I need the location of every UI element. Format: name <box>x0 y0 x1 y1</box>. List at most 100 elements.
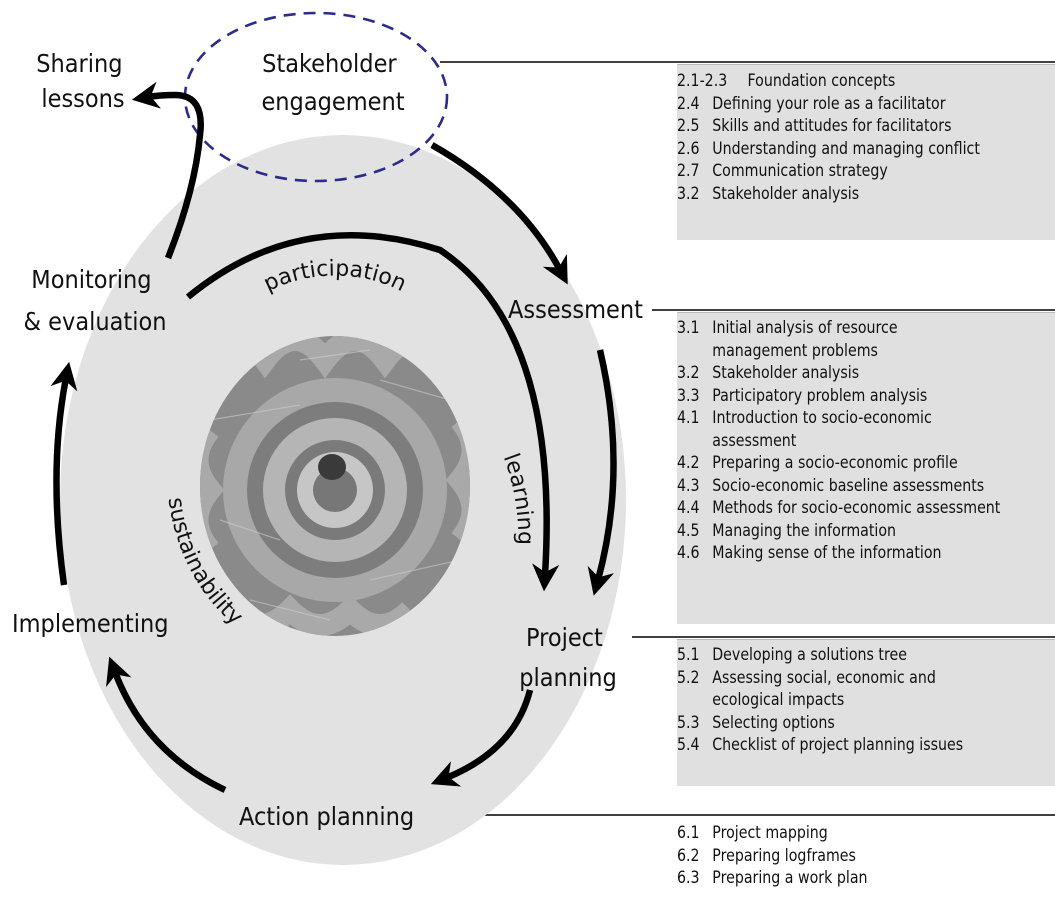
panel-item: 4.2 Preparing a socio-economic profile <box>677 452 1002 475</box>
section-title: Preparing logframes <box>712 845 856 865</box>
panel-item: 4.3 Socio-economic baseline assessments <box>677 475 1002 498</box>
section-title: Selecting options <box>712 712 835 732</box>
panel-item: 5.3 Selecting options <box>677 712 1002 735</box>
panel-item: 3.2 Stakeholder analysis <box>677 362 1002 385</box>
panel-item: 6.3 Preparing a work plan <box>677 867 1002 890</box>
section-title: Managing the information <box>712 520 897 540</box>
section-title: Stakeholder analysis <box>712 183 860 203</box>
section-title: Defining your role as a facilitator <box>712 93 946 113</box>
stage-assessment: Assessment <box>508 295 643 324</box>
panel-item: 4.4 Methods for socio-economic assessment <box>677 497 1002 520</box>
section-title: Assessing social, economic and <box>712 667 936 687</box>
section-number: 5.4 <box>677 735 700 754</box>
section-number: 4.6 <box>677 543 700 562</box>
stage-stakeholder-engagement-line1: Stakeholder <box>262 49 397 78</box>
panel-item: 2.4 Defining your role as a facilitator <box>677 93 1002 116</box>
stage-monitoring-evaluation-line1: Monitoring <box>31 265 151 294</box>
panel-project-planning: 5.1 Developing a solutions tree 5.2 Assessi… <box>677 639 1055 786</box>
section-title: Stakeholder analysis <box>712 363 860 382</box>
section-number: 4.3 <box>677 475 700 495</box>
arrow-assessment-to-planning <box>587 349 617 596</box>
section-title: Methods for socio-economic assessment <box>712 498 1001 517</box>
section-title: Initial analysis of resource <box>712 318 898 337</box>
section-number: 2.6 <box>677 138 700 158</box>
section-number: 2.1-2.3 <box>677 71 728 90</box>
section-title: Foundation concepts <box>747 71 896 90</box>
panel-item: assessment <box>677 430 1002 453</box>
section-title: Participatory problem analysis <box>712 385 928 405</box>
section-number <box>677 430 712 453</box>
cycle-arrows <box>50 81 617 793</box>
stage-monitoring-evaluation: Monitoring & evaluation <box>24 265 167 336</box>
section-title: Understanding and managing conflict <box>712 138 980 158</box>
section-title: Preparing a work plan <box>712 868 868 887</box>
panel-item: 4.1 Introduction to socio-economic <box>677 407 1002 430</box>
panel-item: 6.2 Preparing logframes <box>677 845 1002 868</box>
section-number: 4.4 <box>677 498 700 517</box>
section-number: 6.2 <box>677 845 700 865</box>
panel-item: 3.3 Participatory problem analysis <box>677 385 1002 408</box>
arrow-engagement-to-assessment <box>430 142 568 285</box>
center-texture-image <box>200 336 470 636</box>
stage-project-planning-line1: Project <box>526 623 603 652</box>
section-title: Checklist of project planning issues <box>712 735 964 754</box>
section-number <box>677 340 712 363</box>
panel-item: 4.5 Managing the information <box>677 520 1002 543</box>
panel-item: 5.2 Assessing social, economic and <box>677 667 1002 690</box>
section-title: Socio-economic baseline assessments <box>712 475 985 495</box>
section-number: 3.2 <box>677 183 700 203</box>
panel-assessment: 3.1 Initial analysis of resource managemen… <box>677 312 1055 624</box>
section-number: 4.5 <box>677 520 700 540</box>
section-number: 6.3 <box>677 868 700 887</box>
section-number: 3.2 <box>677 363 700 382</box>
panel-item: management problems <box>677 340 1002 363</box>
section-title: ecological impacts <box>712 690 845 709</box>
section-title: management problems <box>712 340 878 360</box>
panel-item: 2.5 Skills and attitudes for facilitators <box>677 115 1002 138</box>
section-title: Skills and attitudes for facilitators <box>712 116 952 135</box>
section-number: 5.3 <box>677 712 700 732</box>
section-title: Preparing a socio-economic profile <box>712 453 958 472</box>
stage-project-planning-line2: planning <box>519 663 617 692</box>
section-number <box>677 689 712 712</box>
section-number: 2.4 <box>677 93 700 113</box>
panel-action-planning: 6.1 Project mapping 6.2 Preparing logframes… <box>677 818 1055 900</box>
panel-item: 6.1 Project mapping <box>677 822 1002 845</box>
stage-implementing: Implementing <box>12 609 169 638</box>
section-title: Introduction to socio-economic <box>712 408 932 427</box>
arrow-planning-to-action <box>430 689 534 787</box>
panel-stakeholder-engagement: 2.1-2.3 Foundation concepts 2.4 Defining yo… <box>677 64 1055 240</box>
stage-sharing-lessons: Sharing lessons <box>36 49 130 113</box>
section-title: Communication strategy <box>712 161 888 180</box>
panel-item: 4.6 Making sense of the information <box>677 542 1002 565</box>
panel-item: 3.1 Initial analysis of resource <box>677 317 1002 340</box>
arrow-implementing-to-monitoring <box>50 361 78 586</box>
stage-stakeholder-engagement: Stakeholder engagement <box>261 49 404 116</box>
section-title: Developing a solutions tree <box>712 645 907 664</box>
section-number: 5.1 <box>677 645 700 664</box>
section-number: 2.5 <box>677 116 700 135</box>
section-title: assessment <box>712 430 797 450</box>
section-number: 4.1 <box>677 408 700 427</box>
section-title: Making sense of the information <box>712 543 942 562</box>
stage-monitoring-evaluation-line2: & evaluation <box>24 307 167 336</box>
stage-sharing-lessons-line2: lessons <box>41 84 124 113</box>
connector-lines <box>440 61 1055 816</box>
stage-sharing-lessons-line1: Sharing <box>36 49 122 78</box>
stage-stakeholder-engagement-line2: engagement <box>261 87 404 116</box>
section-number: 6.1 <box>677 823 700 842</box>
stage-action-planning: Action planning <box>239 802 414 831</box>
panel-item: 5.1 Developing a solutions tree <box>677 644 1002 667</box>
section-number: 5.2 <box>677 667 700 687</box>
section-number: 3.1 <box>677 318 700 337</box>
panel-item: 3.2 Stakeholder analysis <box>677 183 1002 206</box>
section-number: 2.7 <box>677 161 700 180</box>
panel-item: ecological impacts <box>677 689 1002 712</box>
arrow-action-to-implementing <box>106 656 227 793</box>
section-title: Project mapping <box>712 823 828 842</box>
section-number: 3.3 <box>677 385 700 405</box>
section-number: 4.2 <box>677 453 700 472</box>
panel-item: 5.4 Checklist of project planning issues <box>677 734 1002 757</box>
stage-project-planning: Project planning <box>519 623 617 692</box>
